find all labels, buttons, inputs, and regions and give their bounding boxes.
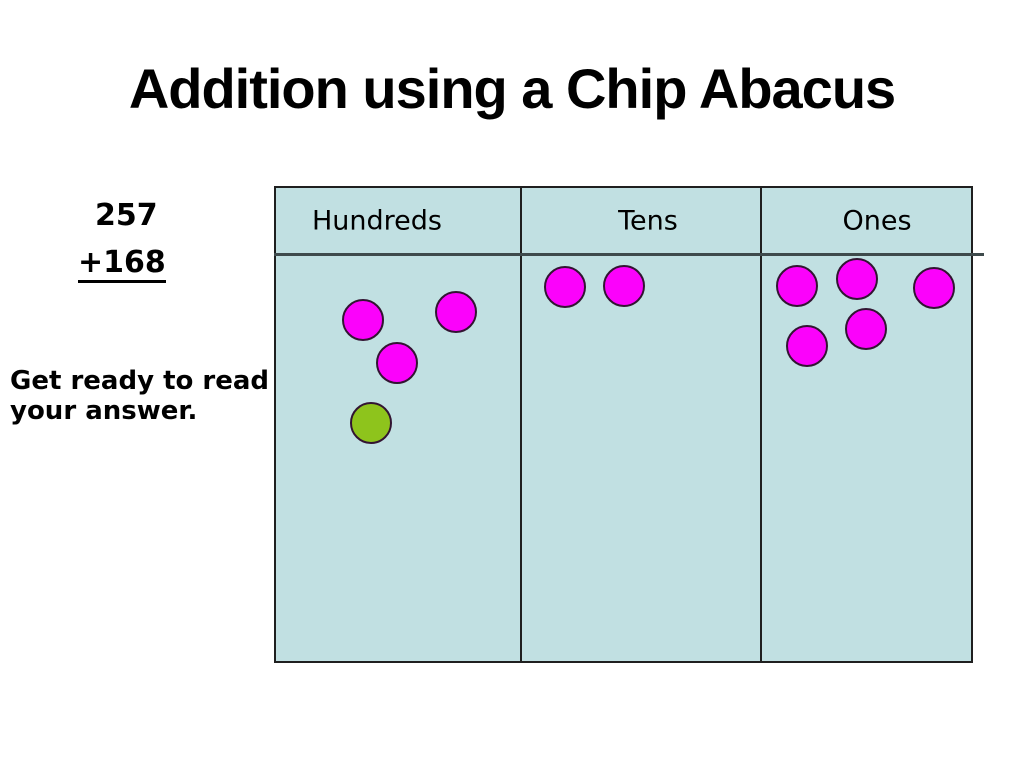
header-divider-line <box>274 253 984 256</box>
chip-magenta-ones <box>845 308 887 350</box>
chip-magenta-ones <box>836 258 878 300</box>
chip-magenta-hundreds <box>376 342 418 384</box>
instruction-line-2: your answer. <box>10 396 198 426</box>
column-header-ones: Ones <box>842 205 912 237</box>
chip-magenta-hundreds <box>435 291 477 333</box>
chip-green-hundreds <box>350 402 392 444</box>
chip-magenta-hundreds <box>342 299 384 341</box>
chip-magenta-ones <box>786 325 828 367</box>
column-header-hundreds: Hundreds <box>312 205 442 237</box>
instruction-line-1: Get ready to read <box>10 366 270 396</box>
column-divider-hundreds-tens <box>520 188 522 661</box>
chip-magenta-tens <box>603 265 645 307</box>
chip-magenta-tens <box>544 266 586 308</box>
column-divider-tens-ones <box>760 188 762 661</box>
slide-title: Addition using a Chip Abacus <box>128 57 896 120</box>
chip-magenta-ones <box>776 265 818 307</box>
addend-top: 257 <box>95 198 158 233</box>
column-header-tens: Tens <box>618 205 678 237</box>
addend-bottom-underlined: +168 <box>78 248 166 283</box>
instruction-text: Get ready to read your answer. <box>10 366 269 426</box>
chip-magenta-ones <box>913 267 955 309</box>
